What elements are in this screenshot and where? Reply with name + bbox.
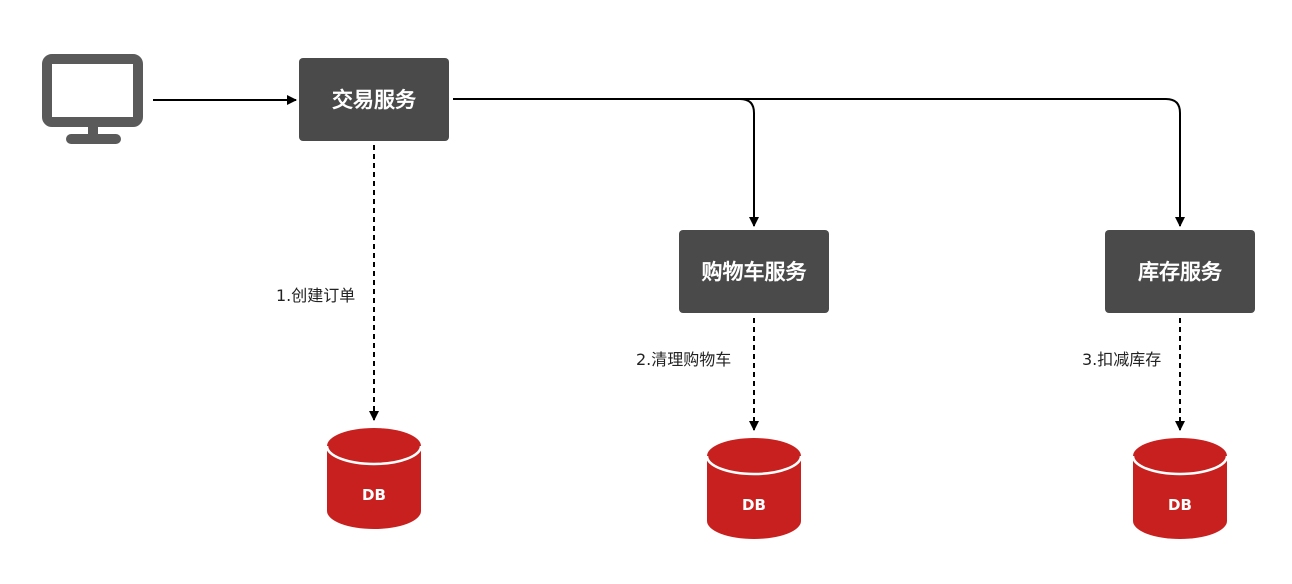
trade-service-label: 交易服务	[332, 88, 417, 112]
step-create-order-label: 1.创建订单	[276, 286, 355, 305]
trade-database-icon: DB	[325, 428, 423, 529]
inventory-database-icon: DB	[1131, 438, 1229, 539]
arrow-trade-to-cart	[453, 98, 759, 227]
arrow-trade-to-inventory	[740, 98, 1185, 227]
step-deduct-inventory-label: 3.扣减库存	[1082, 350, 1161, 369]
cart-database-label: DB	[742, 496, 766, 514]
inventory-database-label: DB	[1168, 496, 1192, 514]
inventory-service-node: 库存服务	[1105, 230, 1255, 313]
inventory-service-label: 库存服务	[1138, 260, 1223, 284]
step-clear-cart-label: 2.清理购物车	[636, 350, 731, 369]
trade-service-node: 交易服务	[299, 58, 449, 141]
cart-database-icon: DB	[705, 438, 803, 539]
monitor-icon	[42, 54, 143, 144]
cart-service-label: 购物车服务	[702, 260, 808, 284]
trade-database-label: DB	[362, 486, 386, 504]
cart-service-node: 购物车服务	[679, 230, 829, 313]
